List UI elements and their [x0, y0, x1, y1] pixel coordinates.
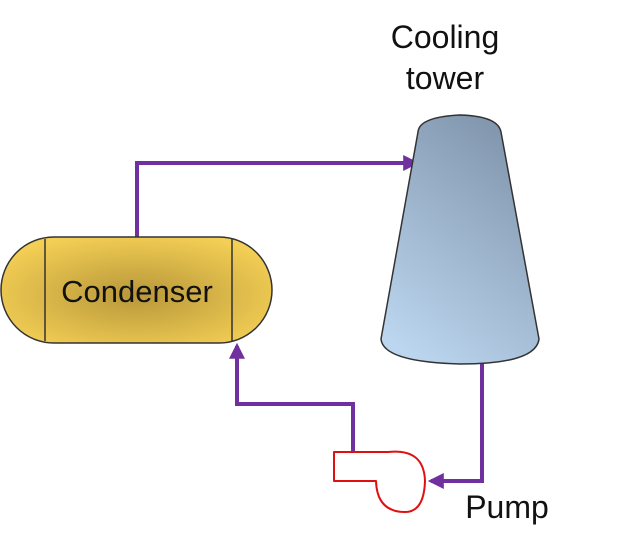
pump-label: Pump	[465, 489, 549, 525]
cooling-tower-label-line1: Cooling	[391, 19, 500, 55]
pipe-pump-to-condenser	[229, 342, 355, 452]
pipe-condenser-to-tower	[135, 155, 420, 237]
cooling-tower-label-line2: tower	[406, 60, 485, 96]
condenser-label: Condenser	[61, 274, 213, 309]
pipe-tower-to-pump	[427, 362, 484, 489]
pump-icon	[333, 450, 426, 513]
cooling-tower-icon	[380, 114, 540, 365]
condenser-vessel-icon	[0, 236, 273, 344]
